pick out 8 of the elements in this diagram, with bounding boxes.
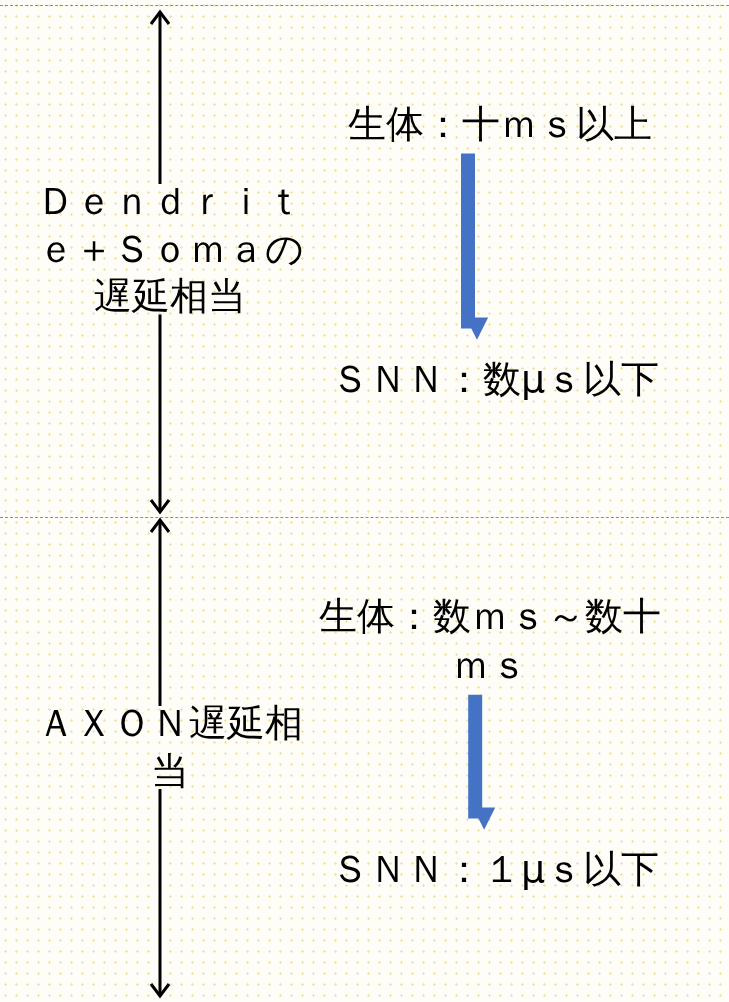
dimension-label: Ｄｅｎｄｒｉｔｅ＋Ｓｏｍａの遅延相当 bbox=[35, 178, 305, 320]
text-label: 生体：数ｍｓ～数十ｍｓ bbox=[318, 593, 662, 690]
text-label: ＳＮＮ：１μｓ以下 bbox=[330, 846, 660, 893]
arrow bbox=[461, 153, 489, 340]
arrow bbox=[468, 694, 496, 830]
dimension-label: ＡＸＯＮ遅延相当 bbox=[36, 700, 304, 795]
text-label: ＳＮＮ：数μｓ以下 bbox=[329, 356, 661, 403]
text-label: 生体：十ｍｓ以上 bbox=[347, 101, 653, 148]
